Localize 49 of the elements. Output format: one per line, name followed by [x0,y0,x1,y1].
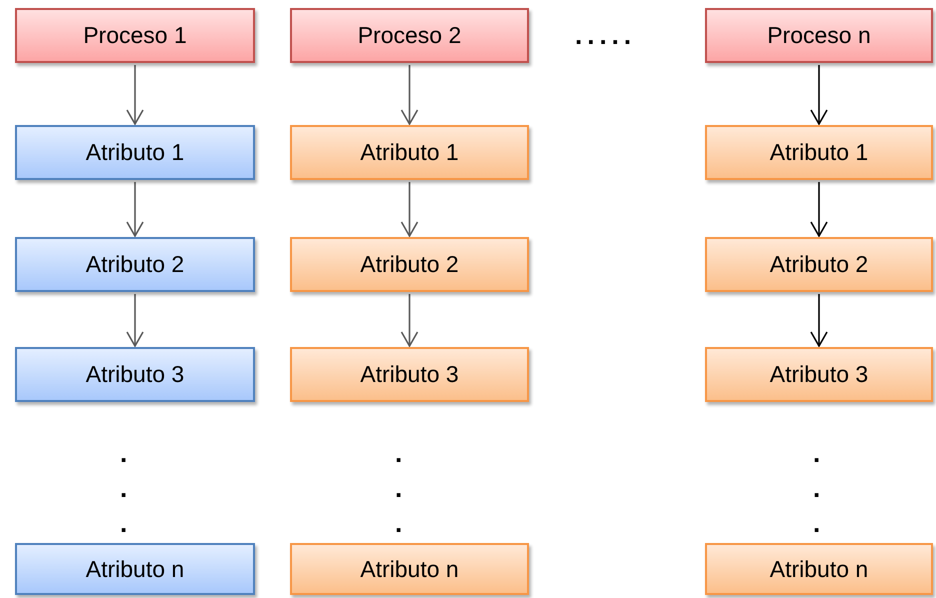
attribute-box [705,543,933,595]
dot: . [120,440,128,466]
attribute-box [290,125,529,180]
attribute-box [290,543,529,595]
arrow [400,65,418,125]
arrow [126,182,144,237]
box-label: Atributo 1 [770,139,868,166]
dot: . [395,510,402,536]
dot: . [120,510,128,536]
box-label: Atributo n [770,556,868,582]
box-label: Atributo 2 [86,251,184,278]
dot: . [813,475,820,501]
attribute-box [705,125,933,180]
box-label: Proceso 1 [83,22,187,49]
dot: . [395,475,402,501]
attribute-box [290,237,529,292]
box-label: Atributo 3 [770,361,868,388]
process-box [290,8,529,63]
process-box [15,8,255,63]
arrow [126,294,144,347]
box-label: Atributo n [360,556,459,582]
box-label: Atributo 3 [86,361,184,388]
arrow [400,294,418,347]
attribute-box [15,125,255,180]
dot: . [813,510,820,536]
box-label: Atributo 2 [770,251,868,278]
attribute-box [705,347,933,402]
dot: . [813,440,820,466]
ellipsis: ..... [575,22,636,48]
arrow [810,182,828,237]
arrow [400,182,418,237]
attribute-box [290,347,529,402]
box-label: Proceso n [767,22,871,49]
arrow [810,294,828,347]
box-label: Atributo 3 [360,361,459,388]
attribute-box [15,543,255,595]
attribute-box [15,237,255,292]
attribute-box [705,237,933,292]
box-label: Atributo n [86,556,184,582]
process-box [705,8,933,63]
box-label: Atributo 1 [86,139,184,166]
arrow [810,65,828,125]
attribute-box [15,347,255,402]
box-label: Proceso 2 [358,22,462,49]
arrow [126,65,144,125]
box-label: Atributo 2 [360,251,459,278]
box-label: Atributo 1 [360,139,459,166]
dot: . [395,440,402,466]
dot: . [120,475,128,501]
